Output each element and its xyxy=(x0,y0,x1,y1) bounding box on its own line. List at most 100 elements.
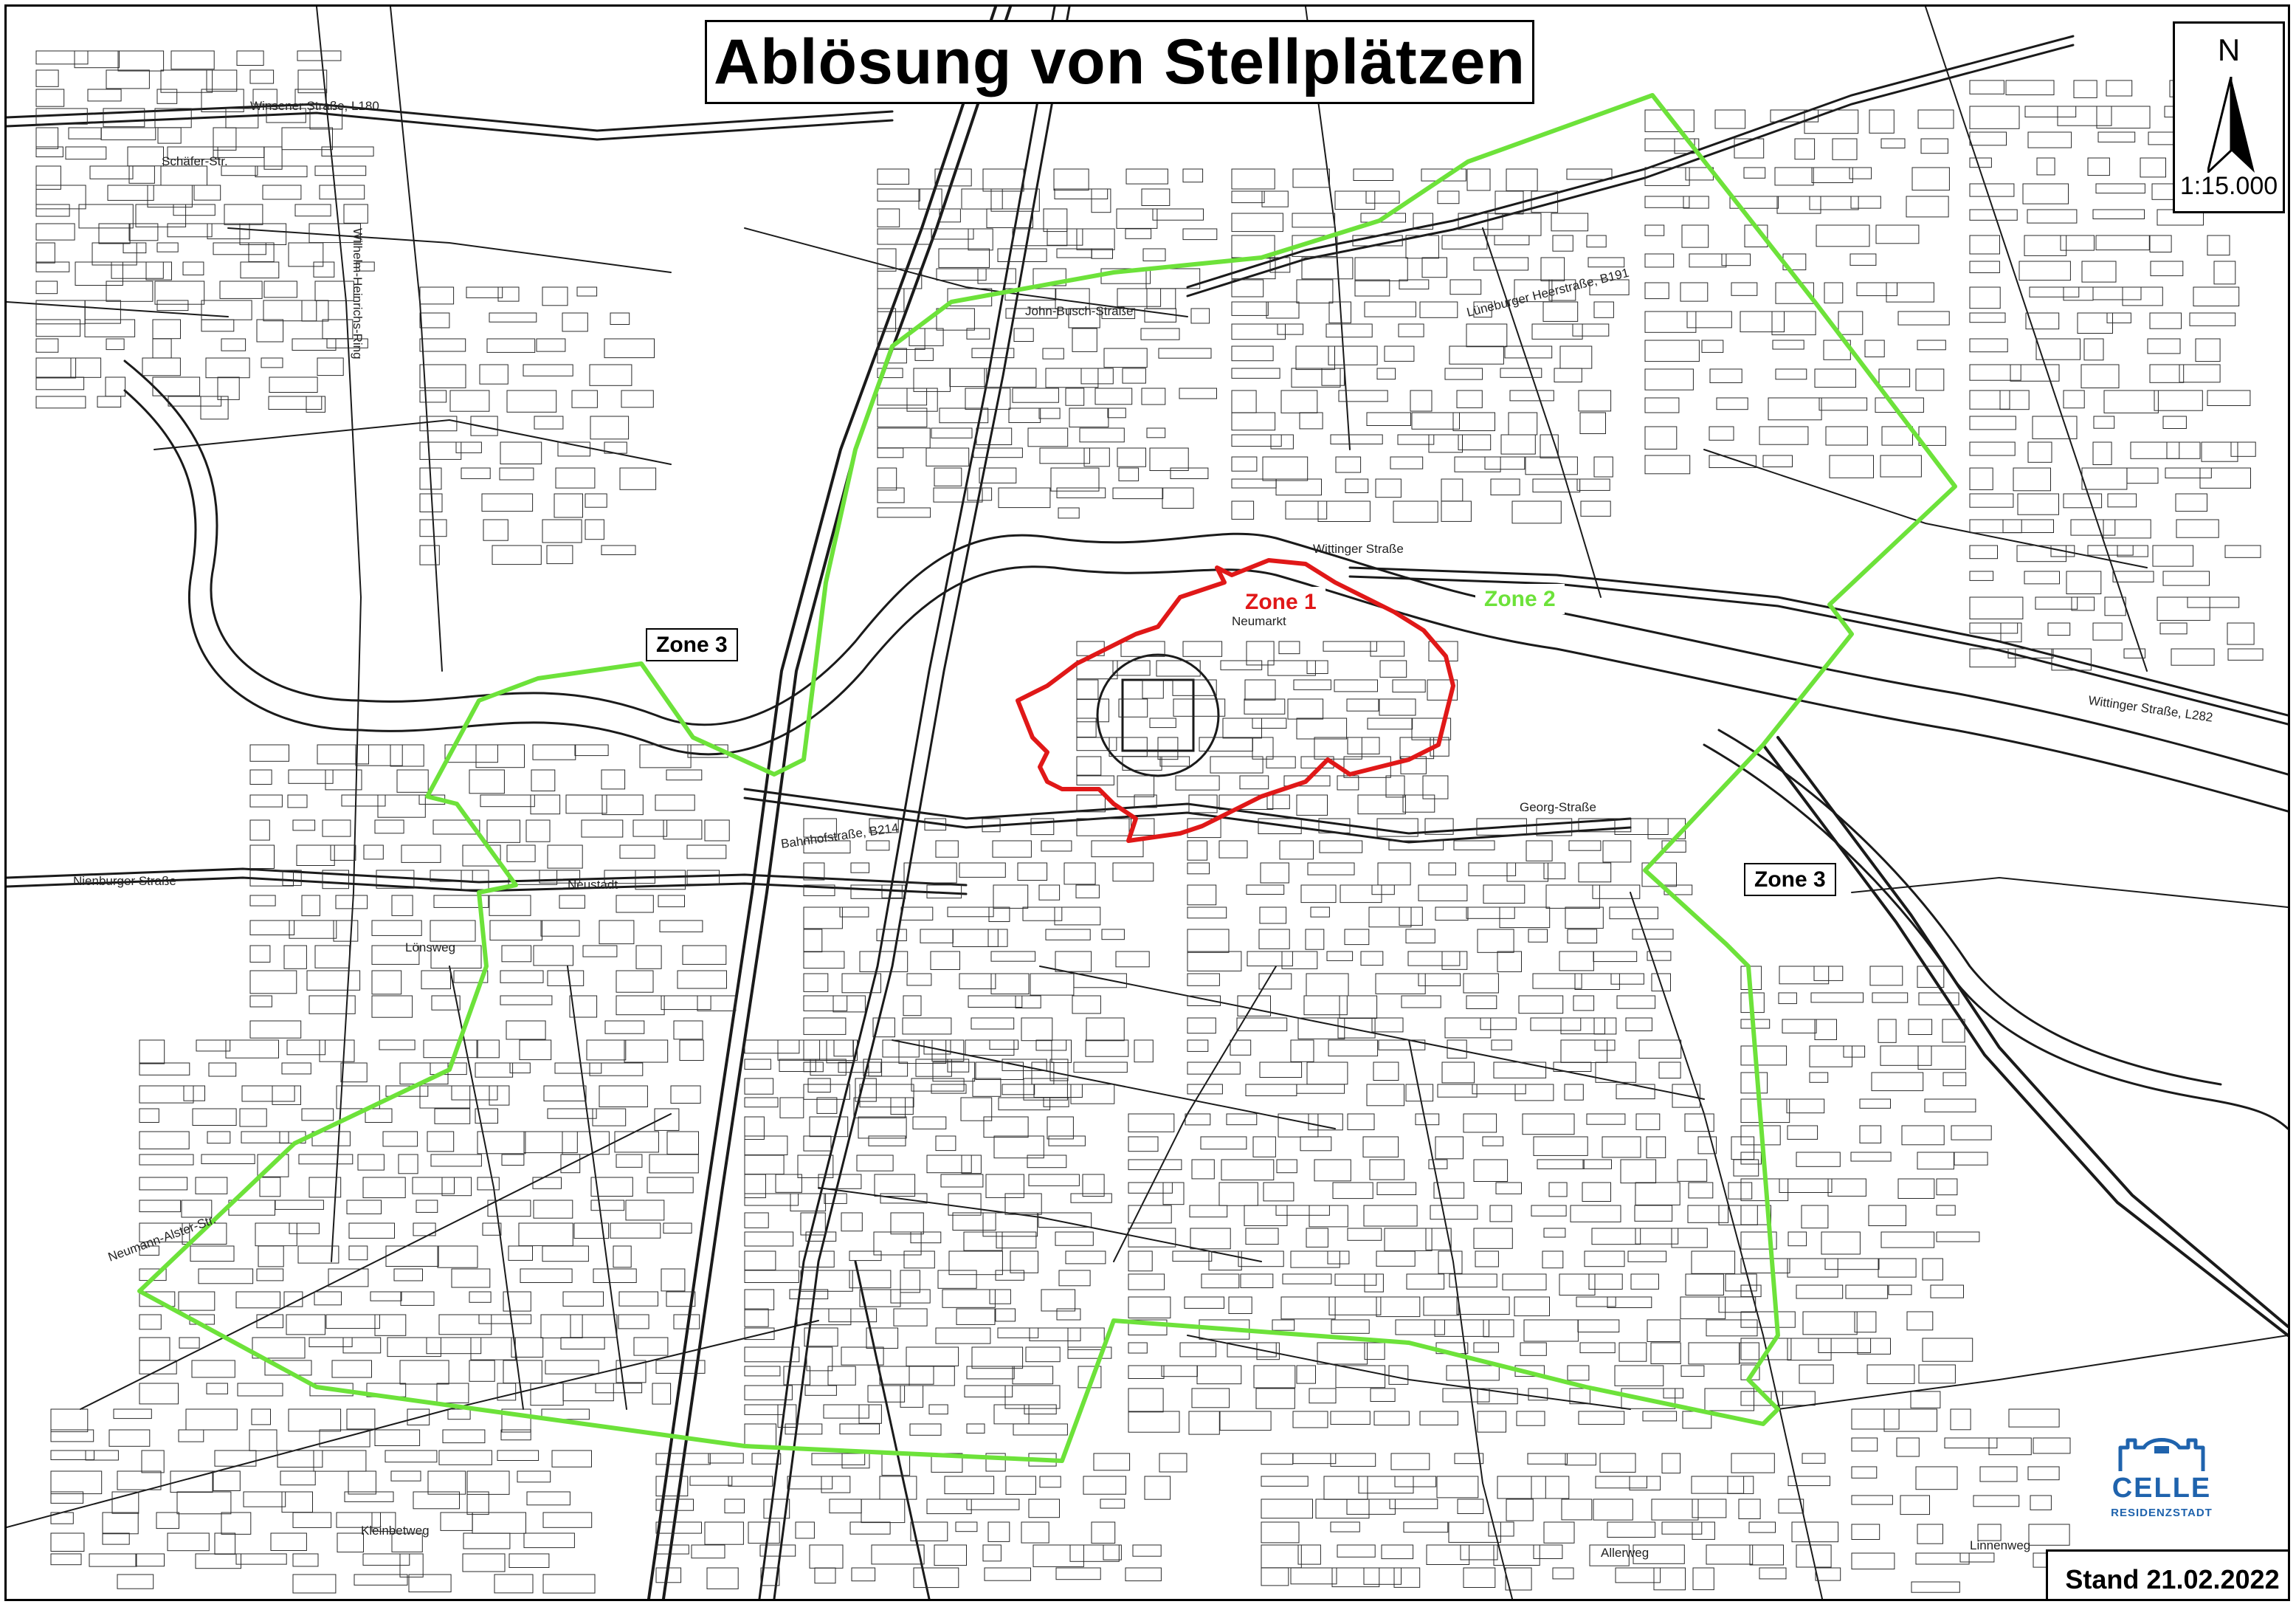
building-parcel xyxy=(1048,1135,1086,1146)
building-parcel xyxy=(1159,756,1190,767)
building-parcel xyxy=(647,1177,694,1194)
building-parcel xyxy=(1851,1495,1893,1505)
building-parcel xyxy=(270,1532,307,1551)
celle-logo-name: CELLE xyxy=(2111,1473,2212,1504)
building-parcel xyxy=(1809,1045,1852,1067)
building-parcel xyxy=(1618,1342,1647,1362)
building-parcel xyxy=(2073,80,2097,98)
building-parcel xyxy=(1261,1453,1294,1465)
building-parcel xyxy=(371,945,420,965)
building-parcel xyxy=(2199,467,2251,489)
building-parcel xyxy=(1070,1084,1115,1104)
building-parcel xyxy=(947,906,994,918)
building-parcel xyxy=(906,973,932,986)
building-parcel xyxy=(419,364,466,388)
building-parcel xyxy=(952,929,999,947)
building-parcel xyxy=(1444,368,1483,380)
building-parcel xyxy=(1331,1319,1370,1334)
building-parcel xyxy=(1809,196,1859,210)
building-parcel xyxy=(1162,1182,1185,1205)
building-parcel xyxy=(336,1512,381,1528)
building-parcel xyxy=(190,1245,235,1262)
building-parcel xyxy=(2019,261,2071,281)
building-parcel xyxy=(748,1521,780,1544)
building-parcel xyxy=(1252,718,1287,729)
building-parcel xyxy=(1473,257,1529,271)
building-parcel xyxy=(1915,1552,1970,1565)
building-parcel xyxy=(78,204,134,229)
building-parcel xyxy=(1076,679,1099,701)
building-parcel xyxy=(2071,596,2095,611)
building-parcel xyxy=(224,204,263,225)
building-parcel xyxy=(1373,1411,1410,1425)
building-parcel xyxy=(84,319,136,337)
building-parcel xyxy=(413,1491,460,1510)
building-parcel xyxy=(604,338,655,359)
building-parcel xyxy=(236,50,264,66)
building-parcel xyxy=(744,1327,775,1341)
building-parcel xyxy=(1944,1437,1998,1449)
building-parcel xyxy=(1473,1228,1513,1249)
building-parcel xyxy=(283,1291,303,1307)
building-parcel xyxy=(407,1408,430,1425)
building-parcel xyxy=(1292,1453,1337,1465)
building-parcel xyxy=(1740,1231,1777,1250)
building-parcel xyxy=(1644,368,1694,390)
building-parcel xyxy=(191,1360,235,1378)
building-parcel xyxy=(1384,1228,1433,1251)
building-parcel xyxy=(1906,1311,1934,1331)
building-parcel xyxy=(178,1429,204,1442)
building-parcel xyxy=(803,951,845,969)
building-parcel xyxy=(1012,228,1068,247)
building-parcel xyxy=(724,1498,745,1514)
building-parcel xyxy=(1055,1231,1094,1246)
building-parcel xyxy=(1559,1273,1596,1295)
building-parcel xyxy=(1449,279,1482,295)
building-parcel xyxy=(167,223,213,238)
building-parcel xyxy=(1043,208,1068,233)
building-parcel xyxy=(542,1245,589,1262)
building-parcel xyxy=(1473,301,1492,318)
building-parcel xyxy=(501,945,532,963)
building-parcel xyxy=(947,1059,970,1073)
building-parcel xyxy=(935,1327,991,1344)
building-parcel xyxy=(249,744,289,762)
building-parcel xyxy=(328,1268,369,1287)
building-parcel xyxy=(1118,467,1140,481)
building-parcel xyxy=(1644,426,1678,450)
building-parcel xyxy=(959,862,1006,878)
building-parcel xyxy=(1423,1296,1459,1316)
street-label: John-Busch-Straße xyxy=(1025,304,1133,318)
building-parcel xyxy=(252,89,277,105)
building-parcel xyxy=(2008,1408,2060,1428)
building-parcel xyxy=(1172,1250,1213,1262)
building-parcel xyxy=(348,1470,376,1495)
building-parcel xyxy=(1261,1544,1302,1569)
building-parcel xyxy=(2193,286,2240,306)
building-parcel xyxy=(1231,390,1257,413)
building-parcel xyxy=(152,338,172,359)
building-parcel xyxy=(416,1200,438,1213)
building-parcel xyxy=(963,1231,1003,1251)
building-parcel xyxy=(1651,1498,1699,1521)
building-parcel xyxy=(256,1268,284,1281)
building-parcel xyxy=(470,416,498,436)
building-parcel xyxy=(1872,992,1909,1003)
building-parcel xyxy=(849,1270,892,1289)
building-parcel xyxy=(1421,257,1447,278)
building-parcel xyxy=(704,1521,744,1545)
building-parcel xyxy=(890,1097,914,1115)
building-parcel xyxy=(1041,1289,1076,1312)
building-parcel xyxy=(1421,168,1466,182)
building-parcel xyxy=(489,920,542,941)
building-parcel xyxy=(783,1366,810,1386)
building-parcel xyxy=(1326,951,1354,961)
building-parcel xyxy=(1441,500,1472,522)
building-parcel xyxy=(744,1155,785,1175)
building-parcel xyxy=(531,769,556,791)
building-parcel xyxy=(877,308,897,332)
building-parcel xyxy=(128,223,159,241)
building-parcel xyxy=(147,185,193,208)
building-parcel xyxy=(926,1498,972,1515)
building-parcel xyxy=(652,1383,672,1405)
